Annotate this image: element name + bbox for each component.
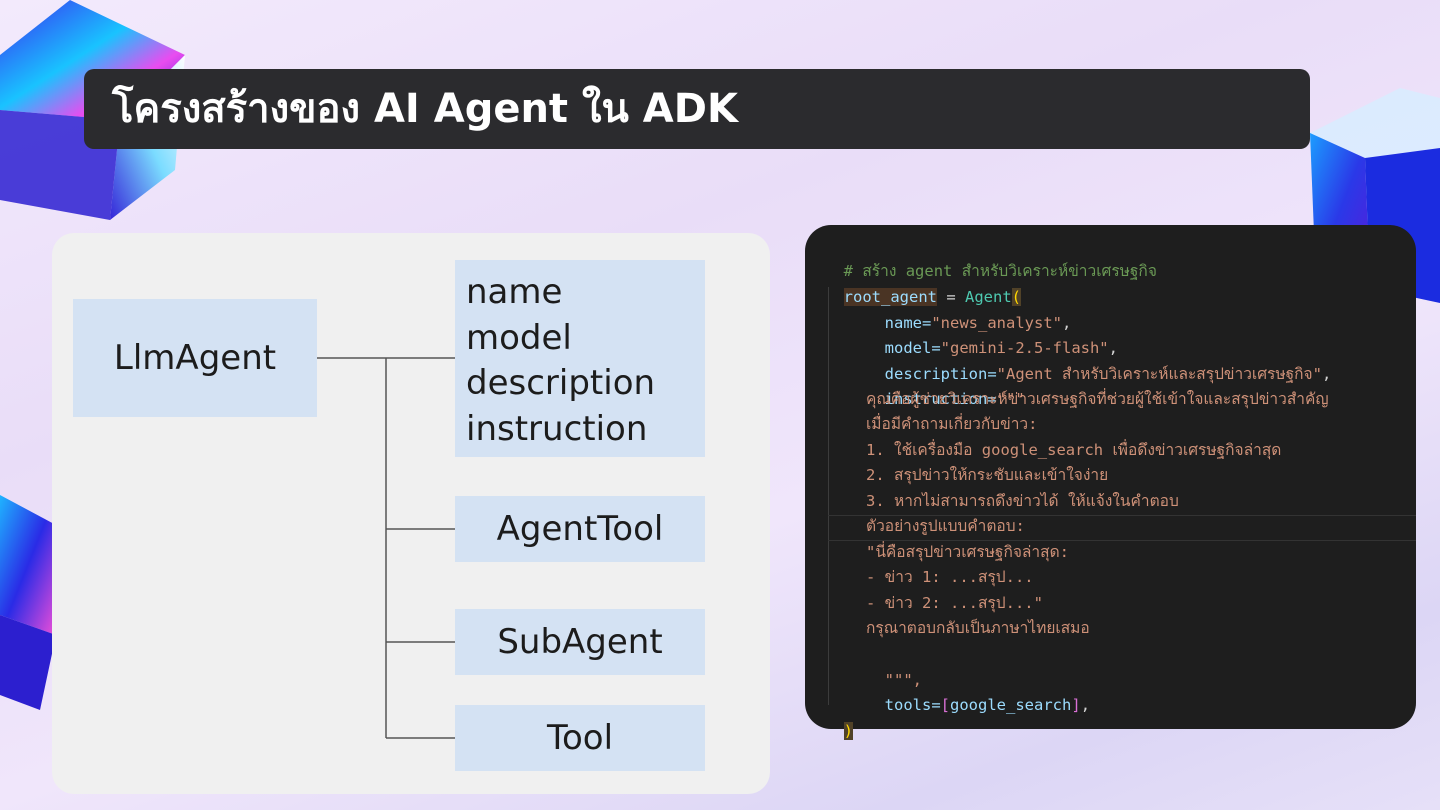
code-instruction-line: - ข่าว 1: ...สรุป... — [866, 568, 1034, 586]
title-bar: โครงสร้างของ AI Agent ใน ADK — [84, 69, 1310, 149]
code-line-name: name="news_analyst", — [884, 313, 1072, 332]
code-panel — [805, 225, 1416, 729]
subagent-label: SubAgent — [497, 622, 663, 662]
tool-box: Tool — [455, 705, 705, 771]
code-agent-class: Agent — [965, 287, 1012, 306]
property-name: name — [466, 272, 563, 312]
code-name-key: name= — [884, 313, 932, 332]
code-line-instruction: instruction=""" — [866, 361, 1025, 408]
code-line-instruction-close: """, — [866, 642, 922, 689]
decorative-cube-bottom-left — [0, 495, 56, 710]
row-separator — [828, 515, 1416, 516]
code-line-model: model="gemini-2.5-flash", — [884, 338, 1118, 357]
property-description: description — [466, 363, 656, 403]
code-line-root: root_agent = Agent( — [825, 259, 1022, 306]
property-model: model — [466, 317, 572, 358]
page-title: โครงสร้างของ AI Agent ใน ADK — [112, 86, 738, 132]
code-instruction-line: 1. ใช้เครื่องมือ google_search เพื่อดึงข… — [866, 441, 1282, 459]
code-instruction-line: - ข่าว 2: ...สรุป..." — [866, 594, 1043, 612]
code-description-key: description= — [884, 364, 997, 383]
code-instruction-key: instruction= — [884, 389, 997, 408]
property-instruction: instruction — [466, 408, 648, 449]
code-tools-comma: , — [1080, 695, 1091, 714]
code-root-agent: root_agent — [843, 287, 937, 306]
code-assign: = — [937, 287, 965, 306]
properties-box: name model description instruction — [455, 260, 705, 457]
code-instruction-line: ตัวอย่างรูปแบบคำตอบ: — [866, 517, 1025, 535]
code-comment: # สร้าง agent สำหรับวิเคราะห์ข่าวเศรษฐกิ… — [843, 261, 1157, 280]
code-instruction-line: 3. หากไม่สามารถดึงข่าวได้ ให้แจ้งในคำตอบ — [866, 492, 1179, 510]
llmagent-label: LlmAgent — [113, 338, 277, 378]
tool-label: Tool — [546, 718, 614, 758]
code-close-paren: ) — [843, 721, 854, 740]
llmagent-box: LlmAgent — [73, 299, 317, 417]
code-tools-key: tools= — [884, 695, 941, 714]
code-instruction-line: คุณคือผู้ช่วยวิเคราะห์ข่าวเศรษฐกิจที่ช่ว… — [866, 390, 1329, 408]
row-separator — [828, 540, 1416, 541]
code-instruction-line: กรุณาตอบกลับเป็นภาษาไทยเสมอ — [866, 619, 1090, 637]
subagent-box: SubAgent — [455, 609, 705, 675]
code-instruction-line: 2. สรุปข่าวให้กระชับและเข้าใจง่าย — [866, 466, 1109, 484]
code-tools-close-bracket: ] — [1071, 695, 1081, 714]
code-open-paren: ( — [1011, 287, 1022, 306]
code-instruction-line: "นี่คือสรุปข่าวเศรษฐกิจล่าสุด: — [866, 543, 1069, 561]
code-name-value: "news_analyst" — [931, 313, 1062, 332]
agenttool-box: AgentTool — [455, 496, 705, 562]
code-tools-open-bracket: [ — [940, 695, 951, 714]
code-description-value: "Agent สำหรับวิเคราะห์และสรุปข่าวเศรษฐกิ… — [996, 364, 1322, 383]
code-line-tools: tools=[google_search], — [866, 667, 1090, 714]
agenttool-label: AgentTool — [496, 509, 664, 549]
indent-guide — [828, 287, 829, 705]
code-line-comment: # สร้าง agent สำหรับวิเคราะห์ข่าวเศรษฐกิ… — [825, 233, 1157, 280]
code-line-close: ) — [825, 693, 854, 740]
code-line-description: description="Agent สำหรับวิเคราะห์และสรุ… — [884, 364, 1332, 383]
code-instruction-line: เมื่อมีคำถามเกี่ยวกับข่าว: — [866, 415, 1038, 433]
code-model-key: model= — [884, 338, 941, 357]
code-model-value: "gemini-2.5-flash" — [940, 338, 1109, 357]
code-tools-value: google_search — [950, 695, 1072, 714]
code-instruction-open: """ — [996, 389, 1025, 408]
code-instruction-close: """, — [884, 670, 922, 689]
